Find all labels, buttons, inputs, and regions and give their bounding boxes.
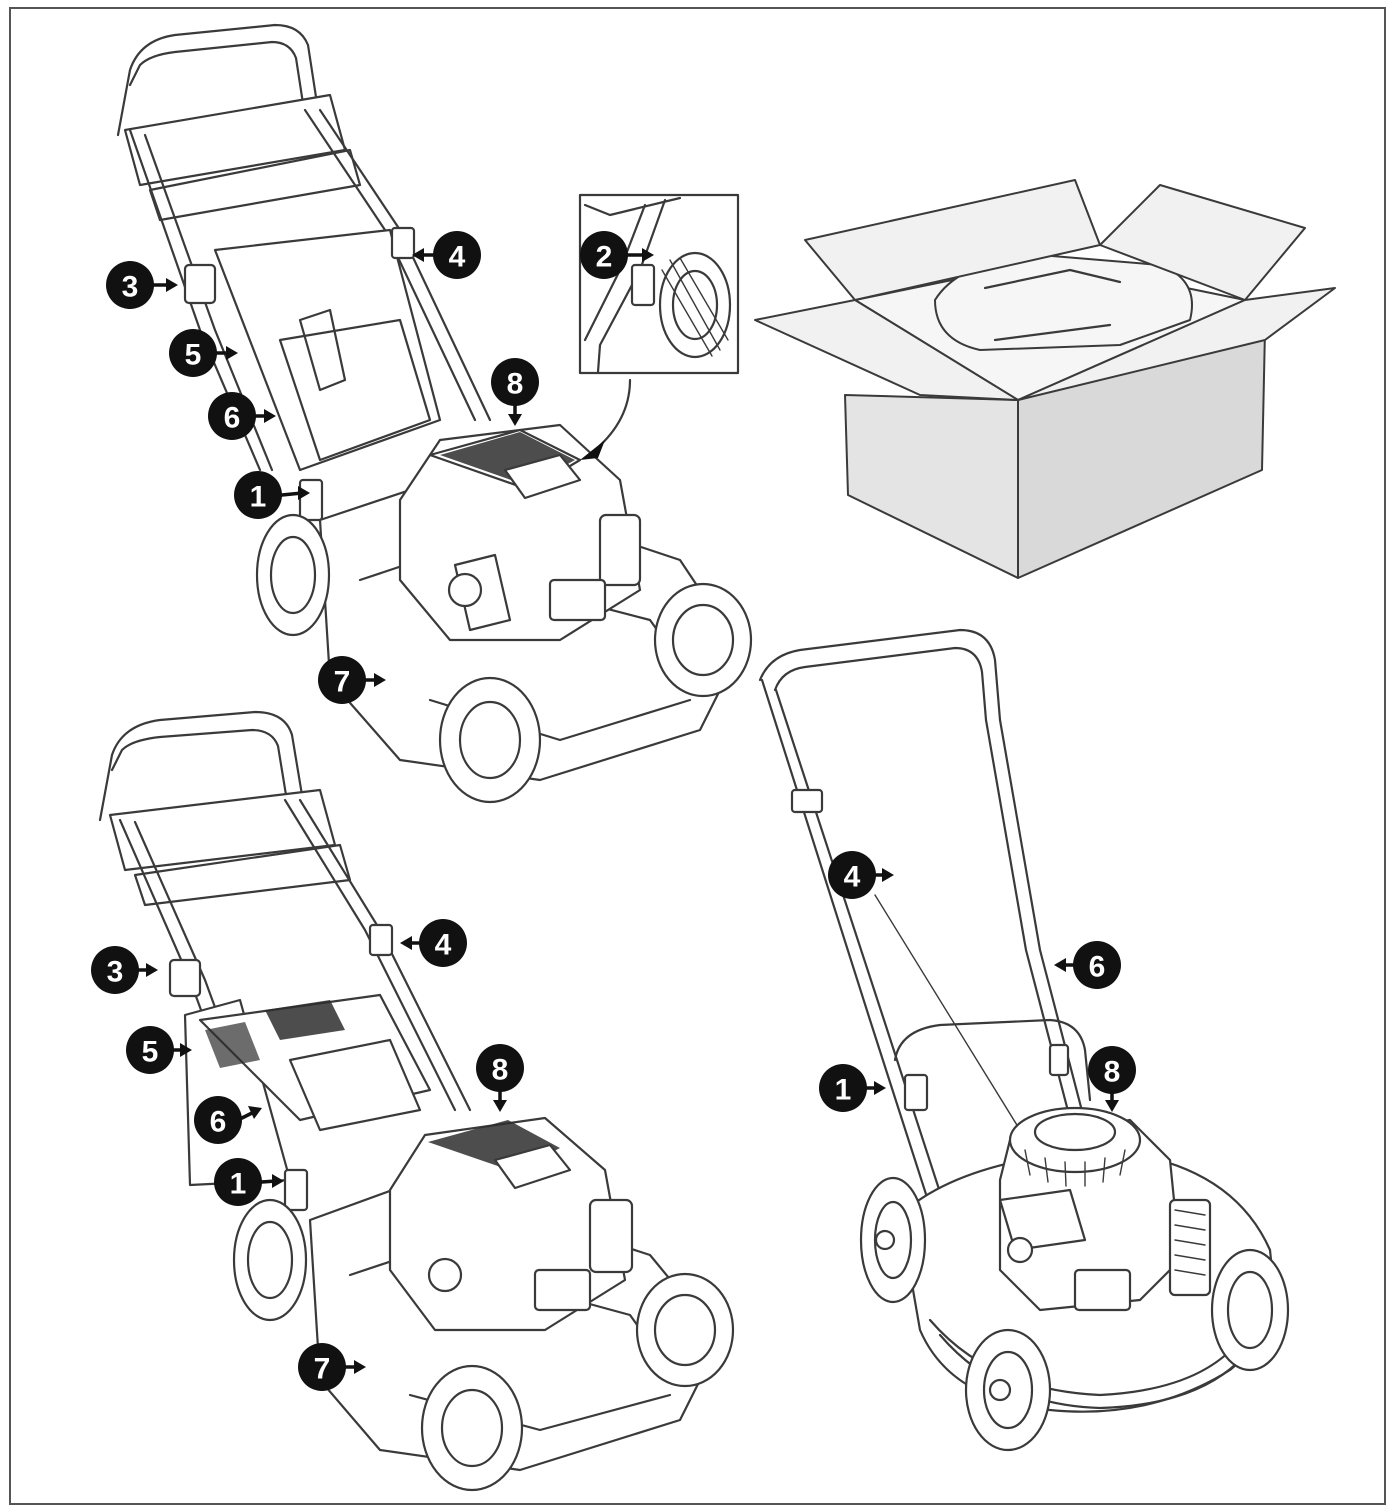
callout-6-push: 6	[1054, 941, 1121, 989]
callout-1-bottom: 1	[214, 1158, 284, 1206]
callout-8-bottom: 8	[476, 1044, 524, 1112]
bottom-mower	[98, 710, 735, 1492]
callout-5-bottom: 5	[126, 1026, 192, 1074]
callout-label: 3	[107, 956, 124, 989]
callout-label: 1	[835, 1074, 852, 1107]
callout-label: 6	[1089, 951, 1106, 984]
callout-label: 5	[185, 339, 202, 372]
callout-1-top: 1	[234, 471, 310, 519]
callout-label: 6	[210, 1106, 227, 1139]
callout-3-bottom: 3	[91, 946, 158, 994]
callout-label: 3	[122, 271, 139, 304]
callout-label: 8	[1104, 1056, 1121, 1089]
callout-label: 4	[449, 241, 466, 274]
callout-label: 4	[435, 929, 452, 962]
callout-label: 7	[314, 1353, 331, 1386]
callout-6-bottom: 6	[194, 1096, 262, 1144]
callout-2-detail: 2	[580, 231, 654, 279]
wheel-height-detail	[578, 193, 740, 460]
callout-7-top: 7	[318, 656, 386, 704]
callout-3-top: 3	[106, 261, 178, 309]
callout-7-bottom: 7	[298, 1343, 366, 1391]
callout-label: 7	[334, 666, 351, 699]
callout-4-bottom: 4	[400, 919, 467, 967]
callout-label: 2	[596, 241, 613, 274]
callout-label: 4	[844, 861, 861, 894]
callout-label: 8	[492, 1054, 509, 1087]
callout-label: 5	[142, 1036, 159, 1069]
callout-4-push: 4	[828, 851, 894, 899]
callout-label: 1	[230, 1168, 247, 1201]
callout-8-top: 8	[491, 358, 539, 426]
callout-label: 1	[250, 481, 267, 514]
callout-5-top: 5	[169, 329, 238, 377]
top-mower	[116, 23, 753, 804]
callout-4-top: 4	[412, 231, 481, 279]
shipping-box	[754, 179, 1336, 579]
callout-label: 6	[224, 402, 241, 435]
push-mower	[758, 628, 1290, 1452]
callout-8-push: 8	[1088, 1046, 1136, 1112]
callout-label: 8	[507, 368, 524, 401]
callout-1-push: 1	[819, 1064, 886, 1112]
callout-6-top: 6	[208, 392, 276, 440]
